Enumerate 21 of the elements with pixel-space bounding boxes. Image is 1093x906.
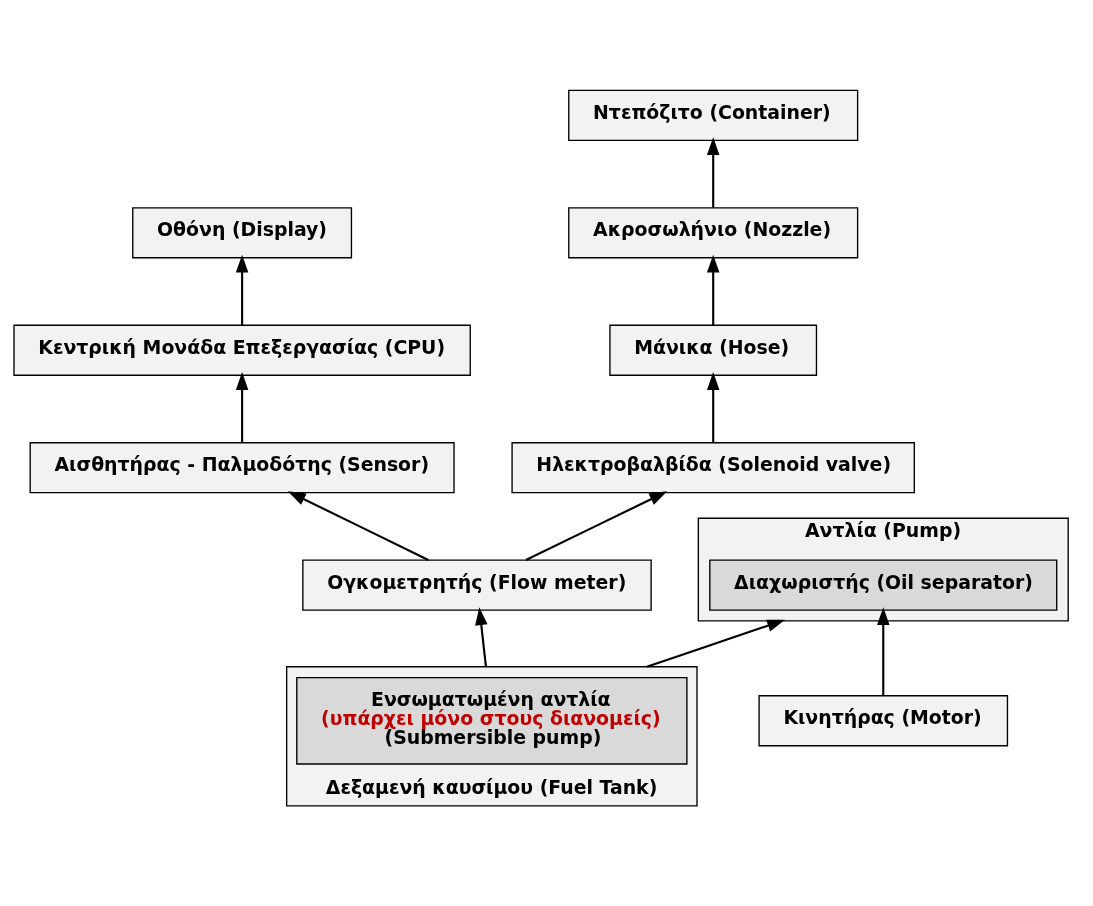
arrow [475, 606, 488, 667]
node-box: Ηλεκτροβαλβίδα (Solenoid valve) [511, 441, 915, 493]
node-box: Αισθητήρας - Παλμοδότης (Sensor) [29, 441, 455, 493]
node-box: Μάνικα (Hose) [609, 324, 818, 376]
arrow [706, 136, 720, 208]
arrow [287, 490, 429, 561]
node-box: Διαχωριστής (Oil separator) [709, 558, 1058, 611]
node-box: Ντεπόζιτο (Container) [568, 89, 859, 141]
arrow [706, 254, 720, 325]
arrow [706, 371, 720, 443]
arrow [235, 371, 249, 443]
node-box: Ακροσωλήνιο (Nozzle) [568, 206, 859, 258]
node-box: Κεντρική Μονάδα Επεξεργασίας (CPU) [13, 324, 471, 376]
node-box: Οθόνη (Display) [132, 206, 353, 258]
arrow [877, 606, 890, 696]
node-box: Ενσωματωμένη αντλία (υπάρχει μόνο στους διανομείς) (Submersible pump) [296, 676, 688, 765]
arrow [525, 490, 668, 561]
arrow [235, 254, 249, 325]
arrow [646, 619, 786, 668]
node-box: Ογκομετρητής (Flow meter) [302, 558, 652, 611]
node-box: Κινητήρας (Motor) [758, 694, 1009, 746]
